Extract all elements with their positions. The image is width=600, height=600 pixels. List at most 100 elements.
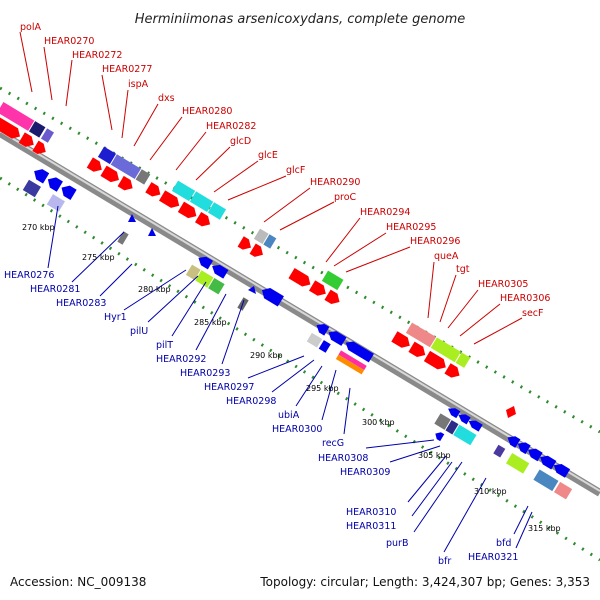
gene-block-indigo <box>493 444 506 458</box>
gene-arrow-blue <box>507 436 521 448</box>
gene-arrow-red <box>408 341 426 358</box>
gene-arrow-blue <box>517 442 531 455</box>
leader-HEAR0290 <box>263 187 311 223</box>
leader-polA <box>19 31 33 93</box>
tick-label: 310 kbp <box>474 487 507 496</box>
gene-label-glcF[interactable]: glcF <box>286 165 305 176</box>
gene-label-HEAR0292[interactable]: HEAR0292 <box>156 354 206 365</box>
gene-block-gray <box>135 169 151 185</box>
leader-HEAR0321 <box>515 511 533 549</box>
gene-block-salmon <box>553 481 573 500</box>
leader-HEAR0283 <box>99 263 133 297</box>
gene-arrow-red <box>288 267 311 287</box>
gene-label-secF[interactable]: secF <box>522 308 543 319</box>
tick-label: 285 kbp <box>194 318 227 327</box>
gene-label-pilU[interactable]: pilU <box>130 326 148 337</box>
gene-label-proC[interactable]: proC <box>334 192 357 203</box>
gene-arrow-red <box>391 331 410 348</box>
gene-arrow-red <box>506 406 516 418</box>
gene-label-purB[interactable]: purB <box>386 538 408 549</box>
gene-label-HEAR0277[interactable]: HEAR0277 <box>102 64 152 75</box>
gene-label-HEAR0272[interactable]: HEAR0272 <box>72 50 122 61</box>
gene-label-polA[interactable]: polA <box>20 22 41 33</box>
gene-arrow-red <box>0 112 21 139</box>
genome-backbone <box>0 129 600 497</box>
leader-proC <box>279 201 335 231</box>
gene-label-bfd[interactable]: bfd <box>496 538 511 549</box>
gene-arrow-red <box>309 280 326 296</box>
gene-label-HEAR0311[interactable]: HEAR0311 <box>346 521 396 532</box>
gene-label-HEAR0290[interactable]: HEAR0290 <box>310 177 360 188</box>
leader-secF <box>473 317 523 345</box>
gene-label-HEAR0300[interactable]: HEAR0300 <box>272 424 322 435</box>
gene-arrow-red <box>145 182 161 197</box>
tick-label: 315 kbp <box>528 524 561 533</box>
leader-HEAR0277 <box>101 74 113 131</box>
gene-label-HEAR0310[interactable]: HEAR0310 <box>346 507 396 518</box>
gene-arrow-red <box>86 157 102 172</box>
tick-label: 295 kbp <box>306 384 339 393</box>
gene-label-HEAR0305[interactable]: HEAR0305 <box>478 279 528 290</box>
gene-label-ubiA[interactable]: ubiA <box>278 410 300 421</box>
gene-label-pilT[interactable]: pilT <box>156 340 173 351</box>
gene-arrow-blue <box>435 432 445 442</box>
gene-label-HEAR0308[interactable]: HEAR0308 <box>318 453 368 464</box>
gene-label-HEAR0298[interactable]: HEAR0298 <box>226 396 276 407</box>
gene-label-glcD[interactable]: glcD <box>230 136 251 147</box>
gene-block-lime <box>195 270 214 288</box>
gene-label-HEAR0309[interactable]: HEAR0309 <box>340 467 390 478</box>
gene-label-ispA[interactable]: ispA <box>128 79 149 90</box>
gene-label-HEAR0282[interactable]: HEAR0282 <box>206 121 256 132</box>
gene-arrow-blue <box>61 185 77 200</box>
gene-block-silver <box>253 228 269 245</box>
gene-label-HEAR0321[interactable]: HEAR0321 <box>468 552 518 563</box>
gene-block-lime <box>455 352 471 368</box>
gene-label-HEAR0281[interactable]: HEAR0281 <box>30 284 80 295</box>
leader-bfr <box>443 477 487 553</box>
leader-HEAR0297 <box>247 355 305 379</box>
tick-label: 305 kbp <box>418 451 451 460</box>
gene-label-Hyr1[interactable]: Hyr1 <box>104 312 127 323</box>
leader-pilT <box>171 281 207 337</box>
gene-arrow-blue <box>148 228 156 236</box>
forward-genes <box>0 102 516 418</box>
tick-label: 280 kbp <box>138 285 171 294</box>
leader-recG <box>343 387 351 435</box>
gene-arrow-blue <box>47 177 63 192</box>
gene-label-HEAR0297[interactable]: HEAR0297 <box>204 382 254 393</box>
gene-label-HEAR0270[interactable]: HEAR0270 <box>44 36 94 47</box>
leader-Hyr1 <box>123 269 187 311</box>
gene-label-HEAR0295[interactable]: HEAR0295 <box>386 222 436 233</box>
gene-arrow-red <box>195 211 211 227</box>
gene-label-recG[interactable]: recG <box>322 438 344 449</box>
gene-label-HEAR0296[interactable]: HEAR0296 <box>410 236 460 247</box>
leader-HEAR0272 <box>65 59 73 107</box>
gene-block-lime <box>430 337 461 363</box>
gene-label-glcE[interactable]: glcE <box>258 150 278 161</box>
gene-arrow-blue <box>198 256 213 270</box>
gene-label-HEAR0306[interactable]: HEAR0306 <box>500 293 550 304</box>
gene-label-HEAR0293[interactable]: HEAR0293 <box>180 368 230 379</box>
gene-block-purple <box>40 128 55 143</box>
gene-label-HEAR0294[interactable]: HEAR0294 <box>360 207 410 218</box>
gene-block-steel <box>263 234 277 249</box>
gene-label-HEAR0276[interactable]: HEAR0276 <box>4 270 54 281</box>
gene-label-HEAR0283[interactable]: HEAR0283 <box>56 298 106 309</box>
gene-block-silver <box>306 332 323 348</box>
gene-arrow-red <box>117 175 133 191</box>
leader-HEAR0309 <box>389 445 441 463</box>
gene-label-HEAR0280[interactable]: HEAR0280 <box>182 106 232 117</box>
leader-ubiA <box>295 365 323 407</box>
leader-pilU <box>147 275 199 323</box>
gene-label-bfr[interactable]: bfr <box>438 556 451 567</box>
gene-label-dxs[interactable]: dxs <box>158 93 175 104</box>
gene-block-gray <box>117 231 129 245</box>
gene-label-tgt[interactable]: tgt <box>456 264 470 275</box>
map-title: Herminiimonas arsenicoxydans, complete g… <box>135 12 465 27</box>
genome-backbone-highlight <box>0 130 600 492</box>
gene-block-khaki <box>185 264 201 281</box>
gene-arrow-red <box>423 350 446 370</box>
gene-arrow-blue <box>128 214 136 222</box>
gene-label-queA[interactable]: queA <box>434 251 459 262</box>
